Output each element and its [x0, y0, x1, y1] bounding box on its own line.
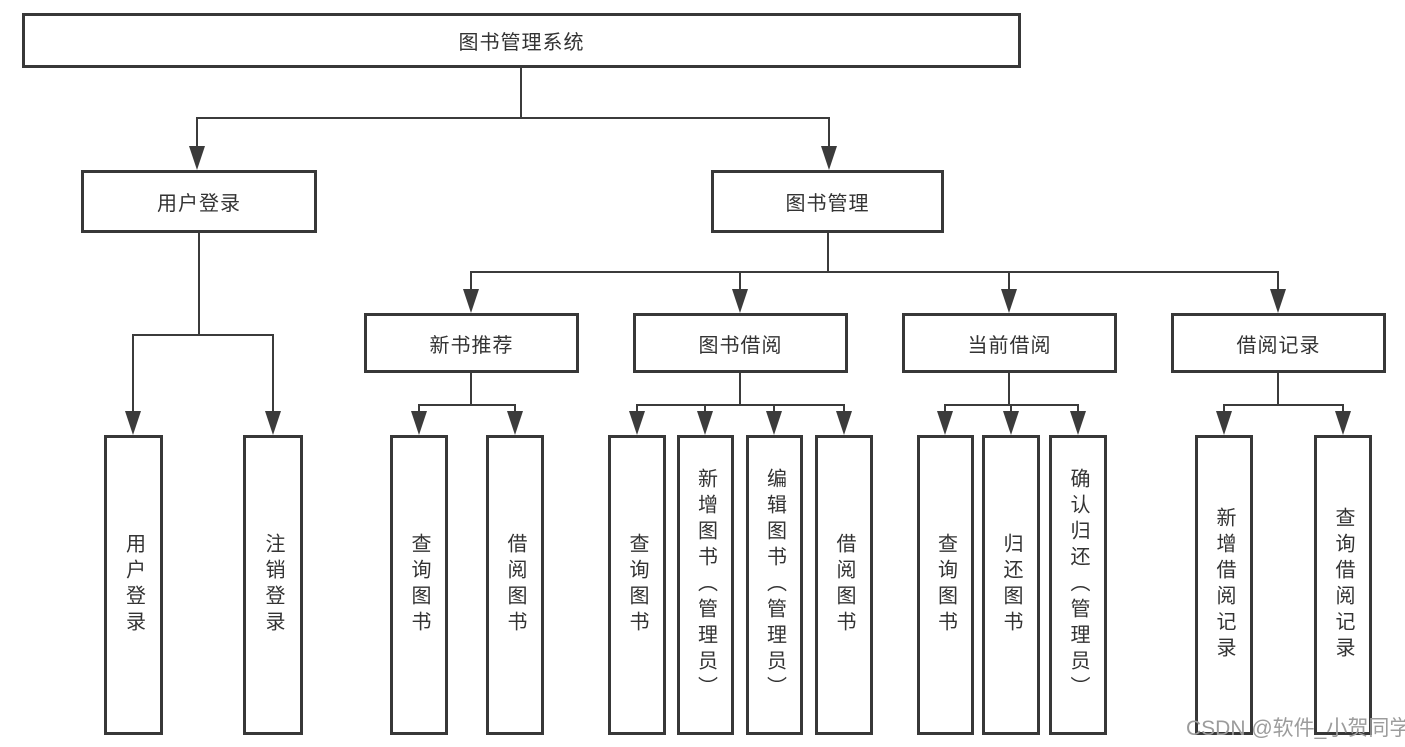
- connector-line: [1008, 373, 1010, 406]
- node-label: 图书管理系统: [458, 32, 585, 54]
- leaf-query-books-borrow: 查询图书: [608, 435, 666, 735]
- arrow-down-icon: [411, 411, 427, 435]
- connector-line: [828, 117, 830, 149]
- connector-line: [514, 404, 516, 416]
- arrow-down-icon: [1335, 411, 1351, 435]
- arrow-down-icon: [732, 289, 748, 313]
- connector-line: [132, 334, 134, 414]
- arrow-down-icon: [697, 411, 713, 435]
- connector-line: [133, 334, 273, 336]
- connector-line: [1277, 271, 1279, 293]
- leaf-query-borrow-record: 查询借阅记录: [1314, 435, 1372, 735]
- connector-line: [636, 404, 638, 416]
- connector-line: [419, 404, 515, 406]
- node-label: 图书借阅: [698, 334, 783, 357]
- node-new-book-recommend: 新书推荐: [364, 313, 579, 373]
- leaf-confirm-return-admin: 确认归还（管理员）: [1049, 435, 1107, 735]
- node-label: 新增借阅记录: [1213, 507, 1235, 663]
- connector-line: [1224, 404, 1343, 406]
- leaf-add-borrow-record: 新增借阅记录: [1195, 435, 1253, 735]
- node-label: 借阅图书: [833, 533, 855, 637]
- leaf-edit-book-admin: 编辑图书（管理员）: [746, 435, 803, 735]
- connector-line: [520, 68, 522, 118]
- node-label: 新增图书（管理员）: [694, 468, 717, 702]
- arrow-down-icon: [1216, 411, 1232, 435]
- connector-line: [637, 404, 844, 406]
- arrow-down-icon: [821, 146, 837, 170]
- connector-line: [197, 117, 830, 119]
- watermark: CSDN @软件_小贺同学: [1186, 717, 1405, 740]
- node-label: 注销登录: [262, 533, 284, 637]
- node-label: 用户登录: [122, 533, 145, 637]
- connector-line: [843, 404, 845, 416]
- leaf-query-books-current: 查询图书: [917, 435, 974, 735]
- leaf-query-books-recommend: 查询图书: [390, 435, 448, 735]
- arrow-down-icon: [265, 411, 281, 435]
- connector-line: [198, 233, 200, 336]
- node-label: 新书推荐: [429, 334, 514, 357]
- arrow-down-icon: [125, 411, 141, 435]
- connector-line: [272, 334, 274, 414]
- node-book-management: 图书管理: [711, 170, 944, 233]
- node-label: 图书管理: [785, 193, 870, 215]
- arrow-down-icon: [1270, 289, 1286, 313]
- connector-line: [739, 271, 741, 293]
- node-library-management-system: 图书管理系统: [22, 13, 1021, 68]
- arrow-down-icon: [629, 411, 645, 435]
- node-label: 查询图书: [408, 533, 430, 637]
- node-book-borrow: 图书借阅: [633, 313, 848, 373]
- connector-line: [418, 404, 420, 416]
- leaf-borrow-books: 借阅图书: [815, 435, 873, 735]
- node-label: 归还图书: [1000, 533, 1022, 637]
- arrow-down-icon: [1003, 411, 1019, 435]
- connector-line: [196, 117, 198, 149]
- arrow-down-icon: [836, 411, 852, 435]
- leaf-borrow-books-recommend: 借阅图书: [486, 435, 544, 735]
- node-label: 查询图书: [626, 533, 648, 637]
- connector-line: [1342, 404, 1344, 416]
- arrow-down-icon: [463, 289, 479, 313]
- leaf-return-books: 归还图书: [982, 435, 1040, 735]
- node-label: 查询图书: [934, 533, 957, 637]
- connector-line: [470, 373, 472, 406]
- node-label: 确认归还（管理员）: [1067, 468, 1089, 702]
- node-label: 用户登录: [157, 193, 241, 215]
- arrow-down-icon: [937, 411, 953, 435]
- connector-line: [1077, 404, 1079, 416]
- connector-line: [1010, 404, 1012, 416]
- arrow-down-icon: [766, 411, 782, 435]
- connector-line: [944, 404, 946, 416]
- arrow-down-icon: [189, 146, 205, 170]
- node-label: 借阅记录: [1236, 334, 1321, 357]
- leaf-user-login: 用户登录: [104, 435, 163, 735]
- node-borrow-records: 借阅记录: [1171, 313, 1386, 373]
- connector-line: [1277, 373, 1279, 406]
- node-label: 当前借阅: [967, 334, 1052, 357]
- connector-line: [470, 271, 472, 293]
- connector-line: [773, 404, 775, 416]
- leaf-add-book-admin: 新增图书（管理员）: [677, 435, 734, 735]
- arrow-down-icon: [507, 411, 523, 435]
- arrow-down-icon: [1001, 289, 1017, 313]
- node-user-login: 用户登录: [81, 170, 317, 233]
- connector-line: [827, 233, 829, 273]
- connector-line: [1008, 271, 1010, 293]
- connector-line: [739, 373, 741, 406]
- connector-line: [704, 404, 706, 416]
- node-label: 编辑图书（管理员）: [763, 468, 786, 702]
- node-label: 查询借阅记录: [1332, 507, 1354, 663]
- connector-line: [1223, 404, 1225, 416]
- node-label: 借阅图书: [504, 533, 526, 637]
- leaf-logout: 注销登录: [243, 435, 303, 735]
- node-current-borrow: 当前借阅: [902, 313, 1117, 373]
- arrow-down-icon: [1070, 411, 1086, 435]
- connector-line: [471, 271, 1279, 273]
